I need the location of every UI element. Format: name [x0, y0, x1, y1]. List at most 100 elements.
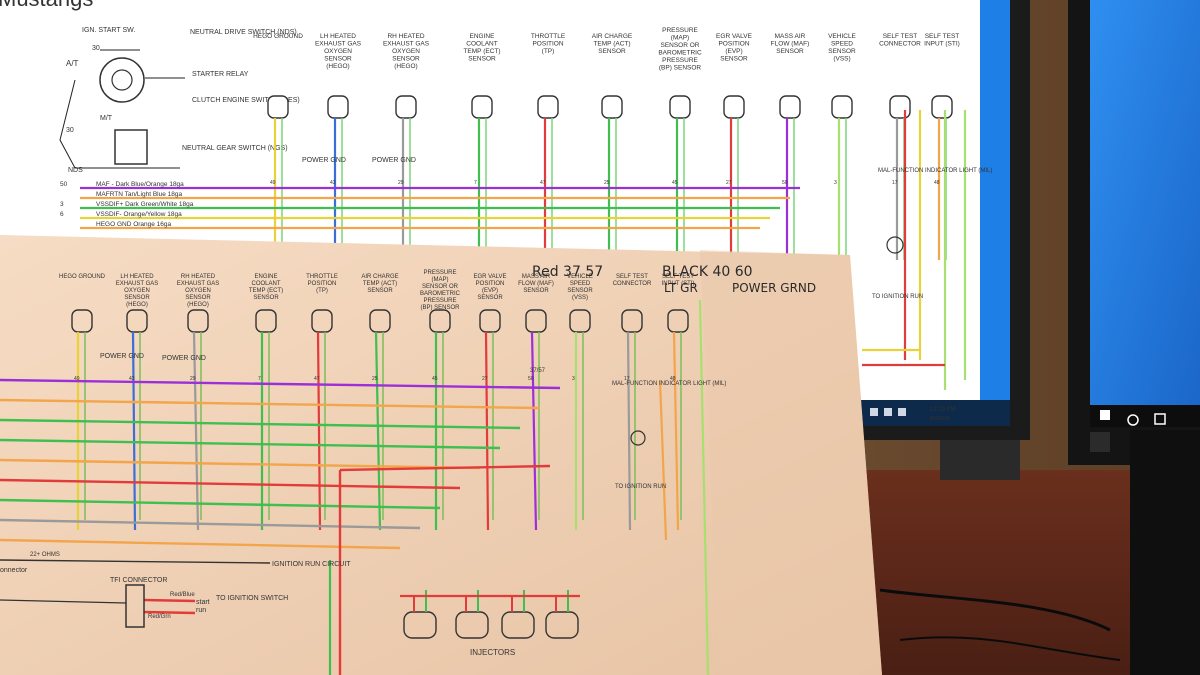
wire-num: 30 — [66, 127, 74, 134]
pin-label: 47 — [540, 180, 546, 186]
second-screen — [1090, 0, 1200, 418]
pin-label: 25 — [372, 376, 378, 382]
volume-icon[interactable] — [898, 408, 906, 416]
wire-line — [0, 518, 421, 530]
sensor-connector-icon — [831, 95, 853, 119]
run-label: run — [196, 607, 206, 614]
wire-num: 50 — [60, 181, 68, 188]
sensor-label: HEGO GROUND — [253, 33, 303, 40]
handwritten-note: POWER GRND — [732, 281, 816, 295]
to-ignition-run-label: TO IGNITION RUN — [872, 294, 923, 300]
task-view-icon[interactable] — [1154, 413, 1166, 425]
page-title: Mustangs — [0, 0, 93, 11]
pin-label: 50 — [782, 180, 788, 186]
tfi-connector-label: TFI CONNECTOR — [110, 577, 167, 584]
sensor-connector-icon — [779, 95, 801, 119]
wire-color-label: Red/Grn — [148, 614, 171, 620]
injector-icon — [403, 611, 437, 639]
wire-num: 3 — [60, 201, 64, 208]
wire-label: MAFRTN Tan/Light Blue 18ga — [96, 191, 182, 198]
injector-icon — [545, 611, 579, 639]
resistor-label: 22+ OHMS — [30, 552, 60, 558]
sensor-connector-icon — [267, 95, 289, 119]
monitor-button[interactable] — [1090, 432, 1110, 452]
wire-line — [0, 458, 481, 470]
at-label: A/T — [66, 59, 79, 68]
pin-label: 43 — [330, 180, 336, 186]
network-icon[interactable] — [884, 408, 892, 416]
windows-start-icon[interactable] — [1100, 410, 1110, 420]
pin-label: 29 — [190, 376, 196, 382]
sensor-connector-icon — [525, 309, 547, 333]
handwritten-note: Red 37 57 — [532, 264, 603, 280]
connector-label: onnector — [0, 567, 28, 574]
neutral-gear-label: NEUTRAL GEAR SWITCH (NGS) — [182, 145, 288, 152]
pin-label: 45 — [432, 376, 438, 382]
power-gnd-label: POWER GND — [162, 355, 206, 362]
pin-label: 43 — [129, 376, 135, 382]
screen-wiring-diagram: Mustangs IGN. START SW. 30 A/T M/T 30 ND… — [0, 0, 992, 390]
mil-label: MAL-FUNCTION INDICATOR LIGHT (MIL) — [612, 381, 726, 387]
power-gnd-label: POWER GND — [302, 157, 346, 164]
pin-label: 17 — [892, 180, 898, 186]
tray-icon[interactable] — [870, 408, 878, 416]
power-gnd-label: POWER GND — [100, 353, 144, 360]
pin-label: 3 — [572, 376, 575, 382]
wire-color-label: Red/Blue — [170, 592, 195, 598]
mil-lamp-icon — [886, 236, 904, 254]
sensor-connector-icon — [395, 95, 417, 119]
injector-icon — [501, 611, 535, 639]
wire-line — [0, 498, 441, 510]
to-ignition-run-label: TO IGNITION RUN — [615, 484, 666, 490]
pin-label: 7 — [474, 180, 477, 186]
ignition-switch-icon — [99, 57, 145, 103]
sensor-connector-icon — [931, 95, 953, 119]
nds-label: NDS — [68, 167, 83, 174]
pin-label: 27 — [726, 180, 732, 186]
wire-line — [0, 398, 541, 410]
sensor-label: HEGO GROUND — [59, 274, 106, 280]
relay-icon — [114, 129, 148, 165]
wire-line — [0, 438, 501, 450]
pin-label: 48 — [934, 180, 940, 186]
handwritten-note: BLACK 40 60 — [662, 264, 753, 280]
ign-start-label: IGN. START SW. — [82, 27, 135, 34]
sensor-connector-icon — [369, 309, 391, 333]
pin-label: 7 — [258, 376, 261, 382]
cable — [879, 588, 1111, 632]
sensor-connector-icon — [471, 95, 493, 119]
sensor-connector-icon — [889, 95, 911, 119]
clutch-switch-label: CLUTCH ENGINE SWITCH (CES) — [192, 97, 300, 104]
mt-label: M/T — [100, 115, 113, 122]
taskbar-time: 12:29 PM — [930, 407, 956, 413]
pin-label: 25 — [604, 180, 610, 186]
pin-label: 49 — [270, 180, 276, 186]
wire-label: VSSDIF+ Dark Green/White 18ga — [96, 201, 194, 208]
wire-num: 30 — [92, 45, 100, 52]
sensor-connector-icon — [601, 95, 623, 119]
search-icon[interactable] — [1127, 414, 1139, 426]
sensor-connector-icon — [479, 309, 501, 333]
pin-label: 27 — [482, 376, 488, 382]
wire-line — [0, 478, 461, 490]
pin-label: 50 — [528, 376, 534, 382]
power-gnd-label: POWER GND — [372, 157, 416, 164]
sensor-connector-icon — [723, 95, 745, 119]
sensor-connector-icon — [669, 95, 691, 119]
pin-label: 29 — [398, 180, 404, 186]
wire-line — [0, 538, 401, 550]
